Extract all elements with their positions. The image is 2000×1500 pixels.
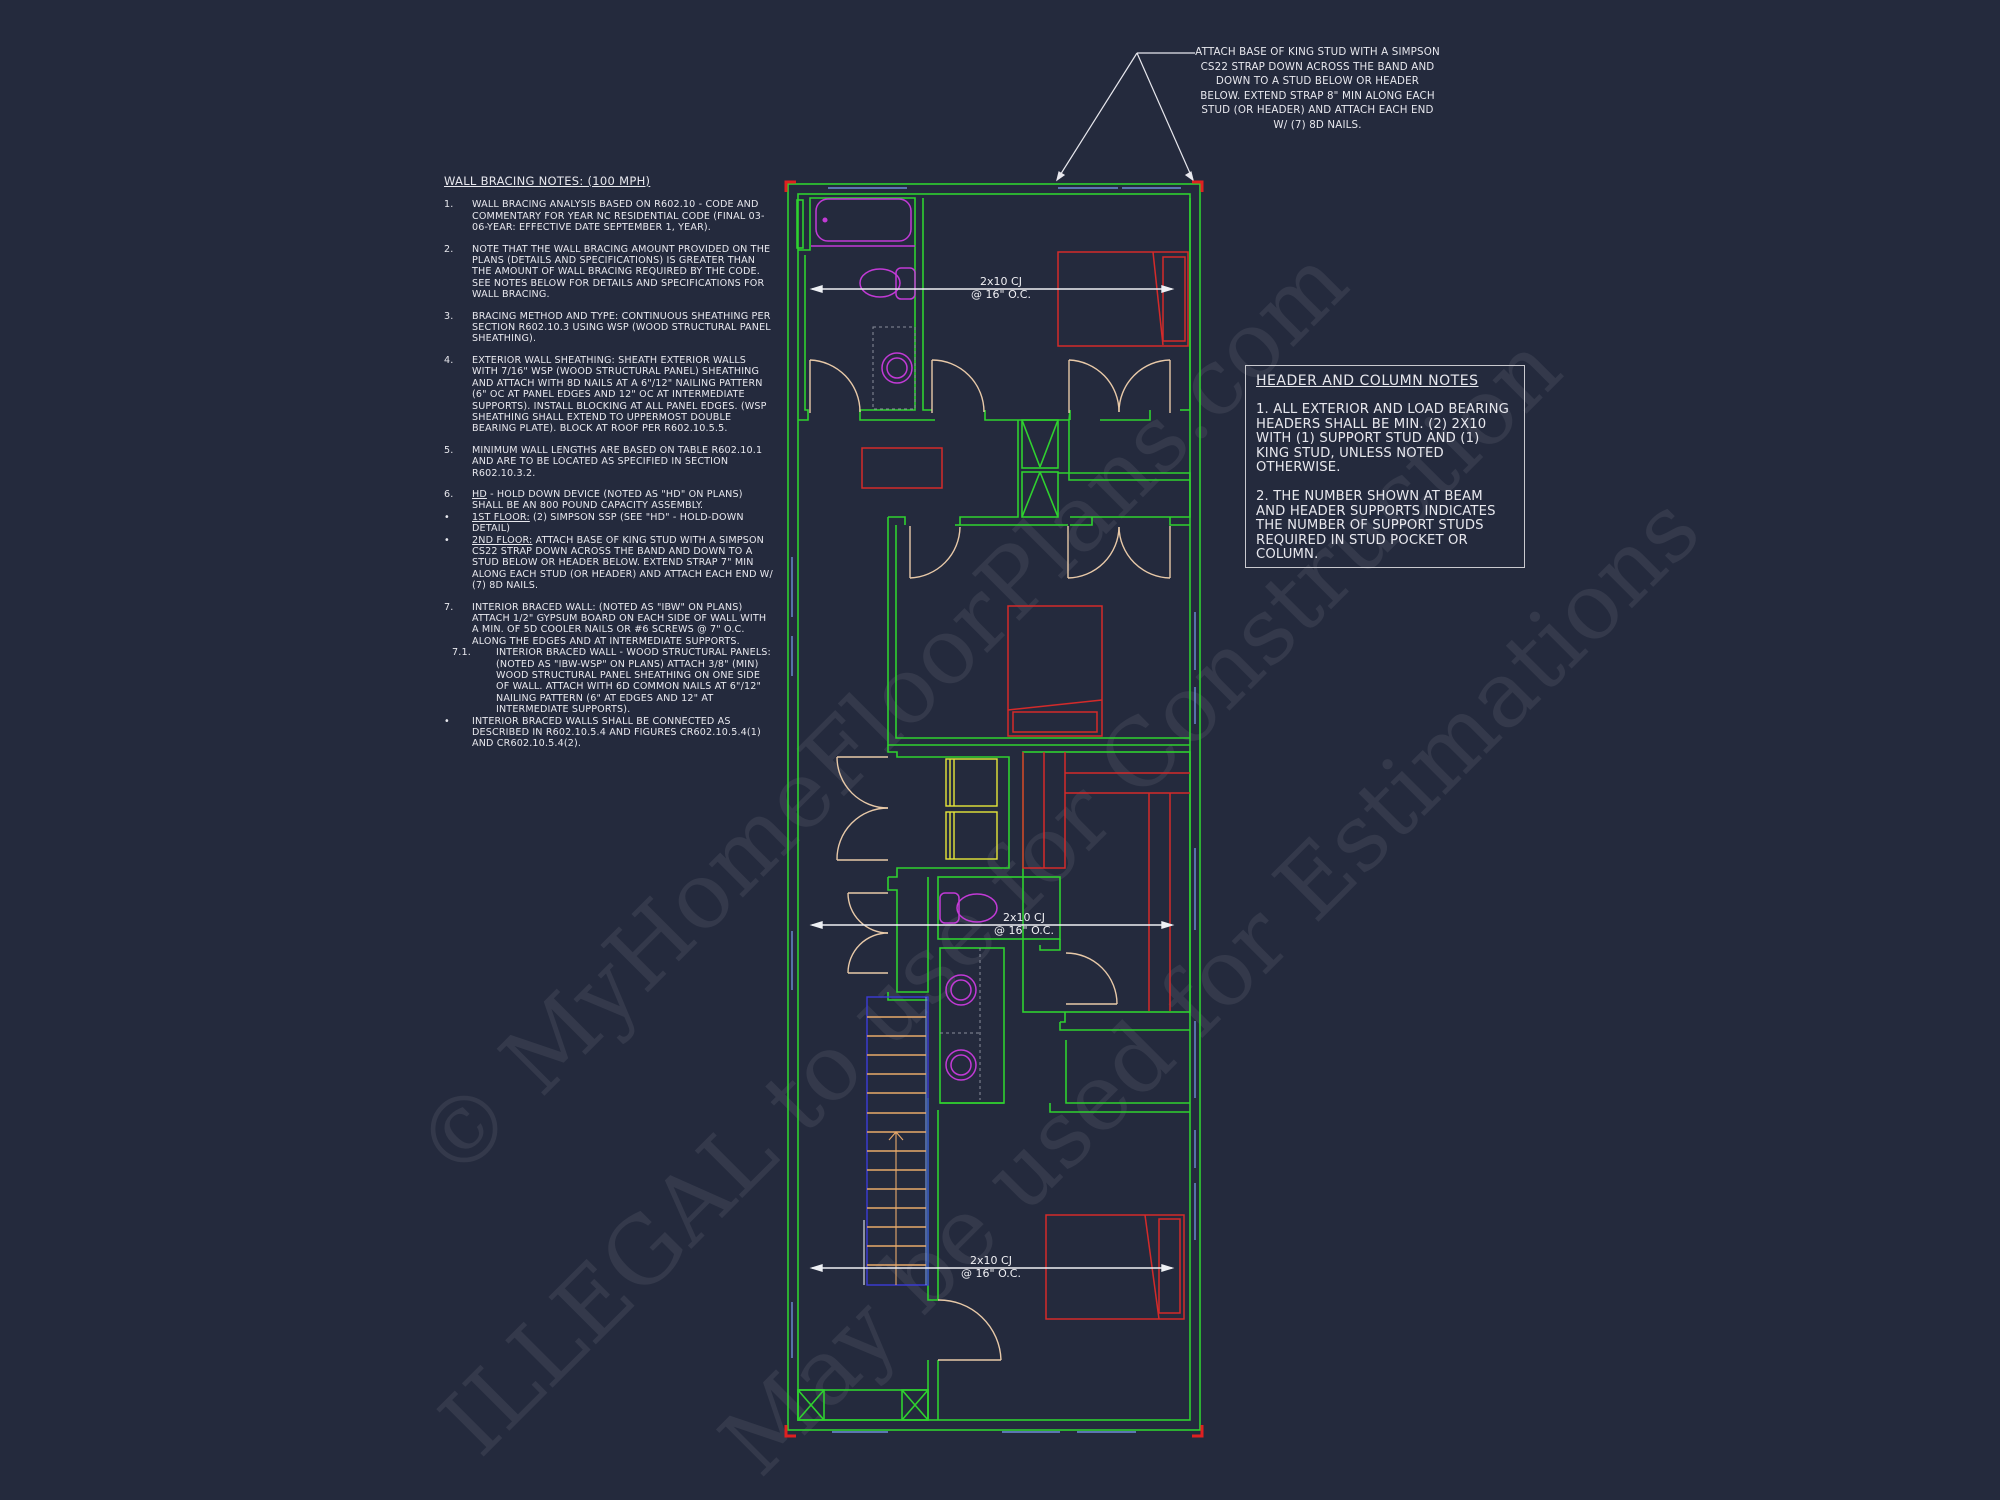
cj-spacing: @ 16" O.C. <box>961 1267 1021 1280</box>
note-body: - HOLD DOWN DEVICE (NOTED AS "HD" ON PLA… <box>472 488 743 512</box>
note-label: HD <box>472 488 487 500</box>
bullet: • <box>444 715 450 727</box>
note-text: NOTE THAT THE WALL BRACING AMOUNT PROVID… <box>472 243 771 301</box>
cj-size: 2x10 CJ <box>970 1254 1012 1267</box>
note-text: WALL BRACING ANALYSIS BASED ON R602.10 -… <box>472 199 765 234</box>
note-item: 7.1. INTERIOR BRACED WALL - WOOD STRUCTU… <box>444 647 774 715</box>
bathtub-icon <box>815 198 912 242</box>
note-number: 5. <box>444 444 454 456</box>
bed-icon <box>1007 605 1103 737</box>
note-item: 3. BRACING METHOD AND TYPE: CONTINUOUS S… <box>444 311 774 345</box>
note-body: ATTACH BASE OF KING STUD WITH A SIMPSON … <box>472 534 773 592</box>
note-item: 4. EXTERIOR WALL SHEATHING: SHEATH EXTER… <box>444 355 774 435</box>
header-note-item: 1. ALL EXTERIOR AND LOAD BEARING HEADERS… <box>1256 402 1509 476</box>
note-text: BRACING METHOD AND TYPE: CONTINUOUS SHEA… <box>472 310 771 345</box>
cj-spacing: @ 16" O.C. <box>971 288 1031 301</box>
note-text: INTERIOR BRACED WALL: (NOTED AS "IBW" ON… <box>472 601 767 647</box>
note-item: • 2ND FLOOR: ATTACH BASE OF KING STUD WI… <box>444 535 774 592</box>
bullet: • <box>444 511 450 523</box>
note-text: INTERIOR BRACED WALL - WOOD STRUCTURAL P… <box>496 647 771 716</box>
dryer-icon <box>945 758 998 807</box>
windows <box>791 187 1196 1433</box>
note-number: 7.1. <box>452 647 471 659</box>
ceiling-joist-arrows <box>809 285 1175 1272</box>
ceiling-joist-label: 2x10 CJ @ 16" O.C. <box>961 275 1041 301</box>
stair-up-arrow-icon <box>888 1131 904 1141</box>
note-label: 1ST FLOOR: <box>472 511 530 523</box>
note-item: • INTERIOR BRACED WALLS SHALL BE CONNECT… <box>444 716 774 750</box>
note-item: 1. WALL BRACING ANALYSIS BASED ON R602.1… <box>444 199 774 233</box>
sink-icon <box>945 1049 977 1081</box>
washer-dryer <box>945 758 998 860</box>
note-number: 6. <box>444 488 454 500</box>
note-label: 2ND FLOOR: <box>472 534 533 546</box>
toilet-icon <box>859 268 901 298</box>
plumbing-fixtures <box>811 198 998 1081</box>
desk-icon <box>861 447 943 489</box>
note-body: (2) SIMPSON SSP (SEE "HD" - HOLD-DOWN DE… <box>472 511 744 535</box>
furniture <box>861 251 1190 1320</box>
wall-bracing-title: WALL BRACING NOTES: (100 MPH) <box>444 174 651 188</box>
bullet: • <box>444 534 450 546</box>
cj-size: 2x10 CJ <box>1003 911 1045 924</box>
wall-bracing-notes: WALL BRACING NOTES: (100 MPH) 1. WALL BR… <box>444 174 774 750</box>
interior-walls <box>796 197 1191 1421</box>
note-number: 2. <box>444 243 454 255</box>
king-stud-callout: ATTACH BASE OF KING STUD WITH A SIMPSON … <box>1195 46 1440 131</box>
callout-leader <box>1056 52 1195 182</box>
note-item: 2. NOTE THAT THE WALL BRACING AMOUNT PRO… <box>444 244 774 301</box>
bed-icon <box>1057 251 1189 347</box>
header-note-item: 2. THE NUMBER SHOWN AT BEAM AND HEADER S… <box>1256 489 1496 563</box>
note-item: 6. HD - HOLD DOWN DEVICE (NOTED AS "HD" … <box>444 489 774 512</box>
note-number: 1. <box>444 199 454 211</box>
stairs <box>863 996 929 1286</box>
doors <box>809 359 1171 1361</box>
note-item: 5. MINIMUM WALL LENGTHS ARE BASED ON TAB… <box>444 445 774 479</box>
note-number: 7. <box>444 601 454 613</box>
vanity-outlines <box>872 326 981 1100</box>
toilet-icon <box>956 893 998 923</box>
cj-spacing: @ 16" O.C. <box>994 924 1054 937</box>
header-notes-title: HEADER AND COLUMN NOTES <box>1256 373 1479 389</box>
note-item: • 1ST FLOOR: (2) SIMPSON SSP (SEE "HD" -… <box>444 512 774 535</box>
ceiling-joist-label: 2x10 CJ @ 16" O.C. <box>984 911 1064 937</box>
note-text: INTERIOR BRACED WALLS SHALL BE CONNECTED… <box>472 715 761 750</box>
header-column-notes: HEADER AND COLUMN NOTES 1. ALL EXTERIOR … <box>1245 365 1525 568</box>
bed-icon <box>1045 1214 1185 1320</box>
corner-markers <box>784 180 1204 1438</box>
note-text: HD - HOLD DOWN DEVICE (NOTED AS "HD" ON … <box>472 489 774 512</box>
sink-icon <box>945 974 977 1006</box>
note-text: 2ND FLOOR: ATTACH BASE OF KING STUD WITH… <box>472 535 774 592</box>
note-item: 7. INTERIOR BRACED WALL: (NOTED AS "IBW"… <box>444 602 774 648</box>
sink-icon <box>881 352 913 384</box>
note-number: 3. <box>444 310 454 322</box>
note-number: 4. <box>444 354 454 366</box>
note-text: EXTERIOR WALL SHEATHING: SHEATH EXTERIOR… <box>472 354 767 435</box>
note-text: MINIMUM WALL LENGTHS ARE BASED ON TABLE … <box>472 444 763 479</box>
ceiling-joist-label: 2x10 CJ @ 16" O.C. <box>951 1254 1031 1280</box>
note-text: 1ST FLOOR: (2) SIMPSON SSP (SEE "HD" - H… <box>472 512 774 535</box>
washer-icon <box>945 811 998 860</box>
cj-size: 2x10 CJ <box>980 275 1022 288</box>
